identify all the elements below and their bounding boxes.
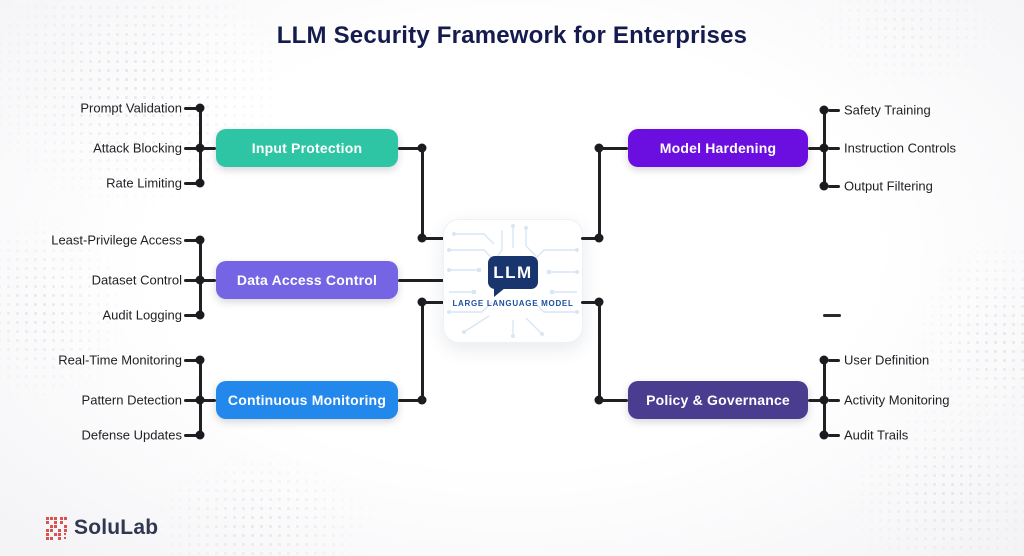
halftone-pattern-bottom-right bbox=[840, 390, 1024, 556]
leaf-label-audit-trails: Audit Trails bbox=[844, 427, 909, 443]
connector-line bbox=[828, 184, 840, 188]
connector-line bbox=[398, 146, 423, 150]
connector-line bbox=[597, 300, 601, 402]
stray-dash bbox=[823, 314, 841, 317]
connector-dot bbox=[819, 355, 829, 365]
branch-box-continuous-monitoring: Continuous Monitoring bbox=[216, 381, 398, 419]
llm-acronym: LLM bbox=[493, 262, 533, 282]
connector-line bbox=[422, 236, 444, 240]
branch-box-model-hardening: Model Hardening bbox=[628, 129, 808, 167]
leaf-label-dataset-control: Dataset Control bbox=[91, 272, 182, 288]
halftone-pattern-right-middle bbox=[910, 230, 1024, 450]
connector-line bbox=[184, 398, 198, 402]
connector-line bbox=[422, 300, 444, 304]
connector-line bbox=[202, 146, 216, 150]
connector-dot bbox=[819, 430, 829, 440]
branch-box-input-protection: Input Protection bbox=[216, 129, 398, 167]
connector-line bbox=[828, 433, 840, 437]
llm-caption: LARGE LANGUAGE MODEL bbox=[452, 299, 574, 308]
connector-line bbox=[420, 300, 424, 402]
branch-box-label: Input Protection bbox=[251, 140, 363, 156]
connector-dot bbox=[195, 430, 205, 440]
connector-dot bbox=[195, 310, 205, 320]
leaf-label-defense-updates: Defense Updates bbox=[81, 427, 182, 443]
leaf-label-attack-blocking: Attack Blocking bbox=[93, 140, 182, 156]
branch-box-label: Continuous Monitoring bbox=[227, 392, 387, 408]
connector-dot bbox=[819, 143, 829, 153]
connector-dot bbox=[195, 143, 205, 153]
connector-line bbox=[599, 146, 628, 150]
page-title: LLM Security Framework for Enterprises bbox=[276, 22, 748, 49]
branch-box-data-access-control: Data Access Control bbox=[216, 261, 398, 299]
halftone-pattern-bottom-left bbox=[140, 450, 380, 556]
connector-line bbox=[581, 300, 600, 304]
leaf-label-activity-monitoring: Activity Monitoring bbox=[844, 392, 950, 408]
connector-line bbox=[398, 278, 444, 282]
connector-line bbox=[581, 236, 600, 240]
connector-line bbox=[202, 398, 216, 402]
leaf-label-prompt-validation: Prompt Validation bbox=[80, 100, 182, 116]
leaf-label-instruction-controls: Instruction Controls bbox=[844, 140, 956, 156]
connector-line bbox=[828, 108, 840, 112]
leaf-label-user-definition: User Definition bbox=[844, 352, 930, 368]
connector-line bbox=[398, 398, 423, 402]
connector-line bbox=[184, 358, 198, 362]
brand-name: SoluLab bbox=[74, 516, 159, 539]
connector-dot bbox=[819, 105, 829, 115]
connector-line bbox=[184, 238, 198, 242]
brand-lockup: SoluLab bbox=[46, 516, 158, 540]
connector-line bbox=[808, 398, 825, 402]
connector-dot bbox=[195, 178, 205, 188]
leaf-label-audit-logging: Audit Logging bbox=[102, 307, 182, 323]
connector-dot bbox=[195, 395, 205, 405]
branch-box-label: Policy & Governance bbox=[646, 392, 790, 408]
connector-dot bbox=[195, 275, 205, 285]
connector-line bbox=[597, 146, 601, 240]
branch-box-label: Data Access Control bbox=[236, 272, 378, 288]
leaf-label-least-privilege-access: Least-Privilege Access bbox=[51, 232, 182, 248]
connector-dot bbox=[195, 355, 205, 365]
connector-line bbox=[184, 278, 198, 282]
connector-line bbox=[828, 358, 840, 362]
llm-chat-bubble: LLM bbox=[488, 256, 538, 289]
chat-bubble-tail bbox=[494, 288, 505, 297]
leaf-label-real-time-monitoring: Real-Time Monitoring bbox=[58, 352, 182, 368]
leaf-label-safety-training: Safety Training bbox=[844, 102, 931, 118]
connector-dot bbox=[819, 181, 829, 191]
solulab-logo-icon bbox=[46, 516, 67, 540]
connector-line bbox=[828, 398, 840, 402]
connector-dot bbox=[819, 395, 829, 405]
connector-line bbox=[599, 398, 628, 402]
branch-box-label: Model Hardening bbox=[659, 140, 777, 156]
connector-line bbox=[184, 106, 198, 110]
llm-center-node: LLM LARGE LANGUAGE MODEL bbox=[443, 219, 583, 343]
leaf-label-pattern-detection: Pattern Detection bbox=[81, 392, 182, 408]
connector-line bbox=[808, 146, 825, 150]
leaf-label-output-filtering: Output Filtering bbox=[844, 178, 933, 194]
connector-line bbox=[420, 146, 424, 240]
connector-line bbox=[202, 278, 216, 282]
connector-line bbox=[184, 181, 198, 185]
connector-dot bbox=[195, 103, 205, 113]
leaf-label-rate-limiting: Rate Limiting bbox=[106, 175, 182, 191]
connector-dot bbox=[195, 235, 205, 245]
branch-box-policy-governance: Policy & Governance bbox=[628, 381, 808, 419]
connector-line bbox=[184, 146, 198, 150]
connector-line bbox=[184, 433, 198, 437]
connector-line bbox=[184, 313, 198, 317]
connector-line bbox=[828, 146, 840, 150]
